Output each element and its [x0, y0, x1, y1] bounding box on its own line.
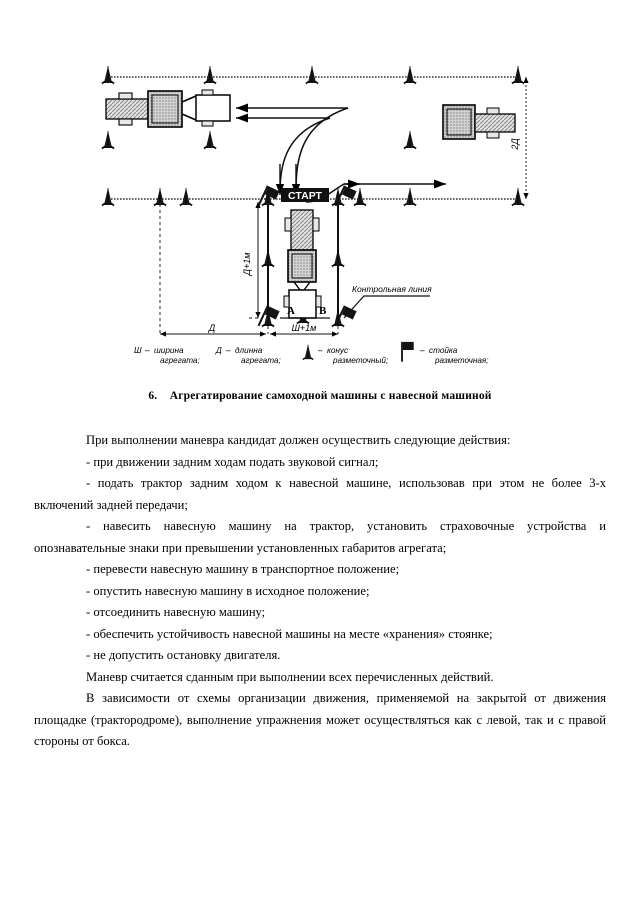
figure-legend: Ш – ширина агрегата; Д – длинна агрегата…	[134, 341, 489, 365]
control-line-callout: Контрольная линия	[343, 284, 432, 319]
dimension-2d: 2Д	[510, 77, 529, 199]
path-reverse-to-implement	[236, 103, 349, 193]
legend-text-length-2: агрегата;	[241, 356, 281, 365]
legend-text-cone-2: разметочный;	[332, 356, 388, 365]
legend-item-length: Д – длинна агрегата;	[215, 346, 281, 365]
dimension-helper-lines	[159, 204, 339, 334]
dimension-d1m-label: Д+1м	[242, 253, 252, 277]
list-item: - опустить навесную машину в исходное по…	[86, 583, 370, 598]
list-item: - не допустить остановку двигателя.	[86, 648, 281, 662]
cone-icon	[301, 344, 315, 361]
legend-text-width-1: ширина	[154, 346, 184, 355]
body-copy: При выполнении маневра кандидат должен о…	[34, 430, 606, 753]
exercise-diagram: 2Д	[0, 52, 640, 387]
cone-row-top	[100, 65, 526, 85]
dimension-row: Д Ш+1м	[160, 323, 338, 337]
list-item: - при движении задним ходам подать звуко…	[86, 454, 379, 469]
path-return	[236, 113, 331, 193]
cone-row-middle	[100, 130, 418, 150]
start-label-text: СТАРТ	[288, 190, 323, 202]
list-item: - перевести навесную машину в транспортн…	[86, 562, 400, 576]
legend-item-width: Ш – ширина агрегата;	[134, 346, 200, 365]
list-item: - отсоединить навесную машину;	[86, 605, 266, 619]
dimension-sh1m-label: Ш+1м	[292, 323, 317, 333]
flag-post-icon	[401, 341, 414, 362]
section-heading: 6. Агрегатирование самоходной машины с н…	[60, 390, 580, 402]
legend-text-width-2: агрегата;	[160, 356, 200, 365]
list-item: - подать трактор задним ходом к навесной…	[34, 476, 606, 512]
legend-text-post-1: стойка	[429, 346, 458, 355]
point-a-label: А	[287, 305, 295, 317]
point-b-label: В	[319, 305, 327, 317]
legend-text-post-2: разметочная;	[434, 356, 489, 365]
legend-text-length-1: длинна	[235, 346, 263, 355]
dimension-d-label: Д	[208, 323, 216, 333]
legend-dash-1: –	[225, 346, 231, 355]
tractor-in-box	[283, 209, 322, 319]
diagram-canvas: 2Д	[100, 65, 529, 365]
control-line-label: Контрольная линия	[352, 284, 432, 294]
legend-symbol-d: Д	[215, 346, 222, 355]
points-a-b: А В	[280, 305, 330, 319]
legend-dash-3: –	[419, 346, 425, 355]
paragraph-closing-2: В зависимости от схемы организации движе…	[34, 691, 606, 748]
legend-text-cone-1: конус	[327, 346, 348, 355]
paragraph-intro: При выполнении маневра кандидат должен о…	[86, 433, 511, 447]
section-title: Агрегатирование самоходной машины с наве…	[169, 390, 492, 402]
legend-item-post: – стойка разметочная;	[401, 341, 489, 365]
list-item: - навесить навесную машину на трактор, у…	[34, 519, 606, 555]
tractor-right	[442, 104, 516, 140]
legend-dash-0: –	[144, 346, 150, 355]
tractor-left-with-implement	[105, 89, 231, 128]
legend-item-cone: – конус разметочный;	[301, 344, 388, 365]
dimension-d-plus-1m: Д+1м	[242, 202, 261, 318]
legend-symbol-sh: Ш	[134, 346, 142, 355]
dimension-2d-label: 2Д	[510, 138, 520, 151]
start-label: СТАРТ	[281, 188, 329, 202]
section-number: 6.	[148, 390, 158, 402]
paragraph-closing-1: Маневр считается сданным при выполнении …	[86, 669, 494, 684]
legend-dash-2: –	[317, 346, 323, 355]
list-item: - обеспечить устойчивость навесной машин…	[86, 626, 493, 641]
